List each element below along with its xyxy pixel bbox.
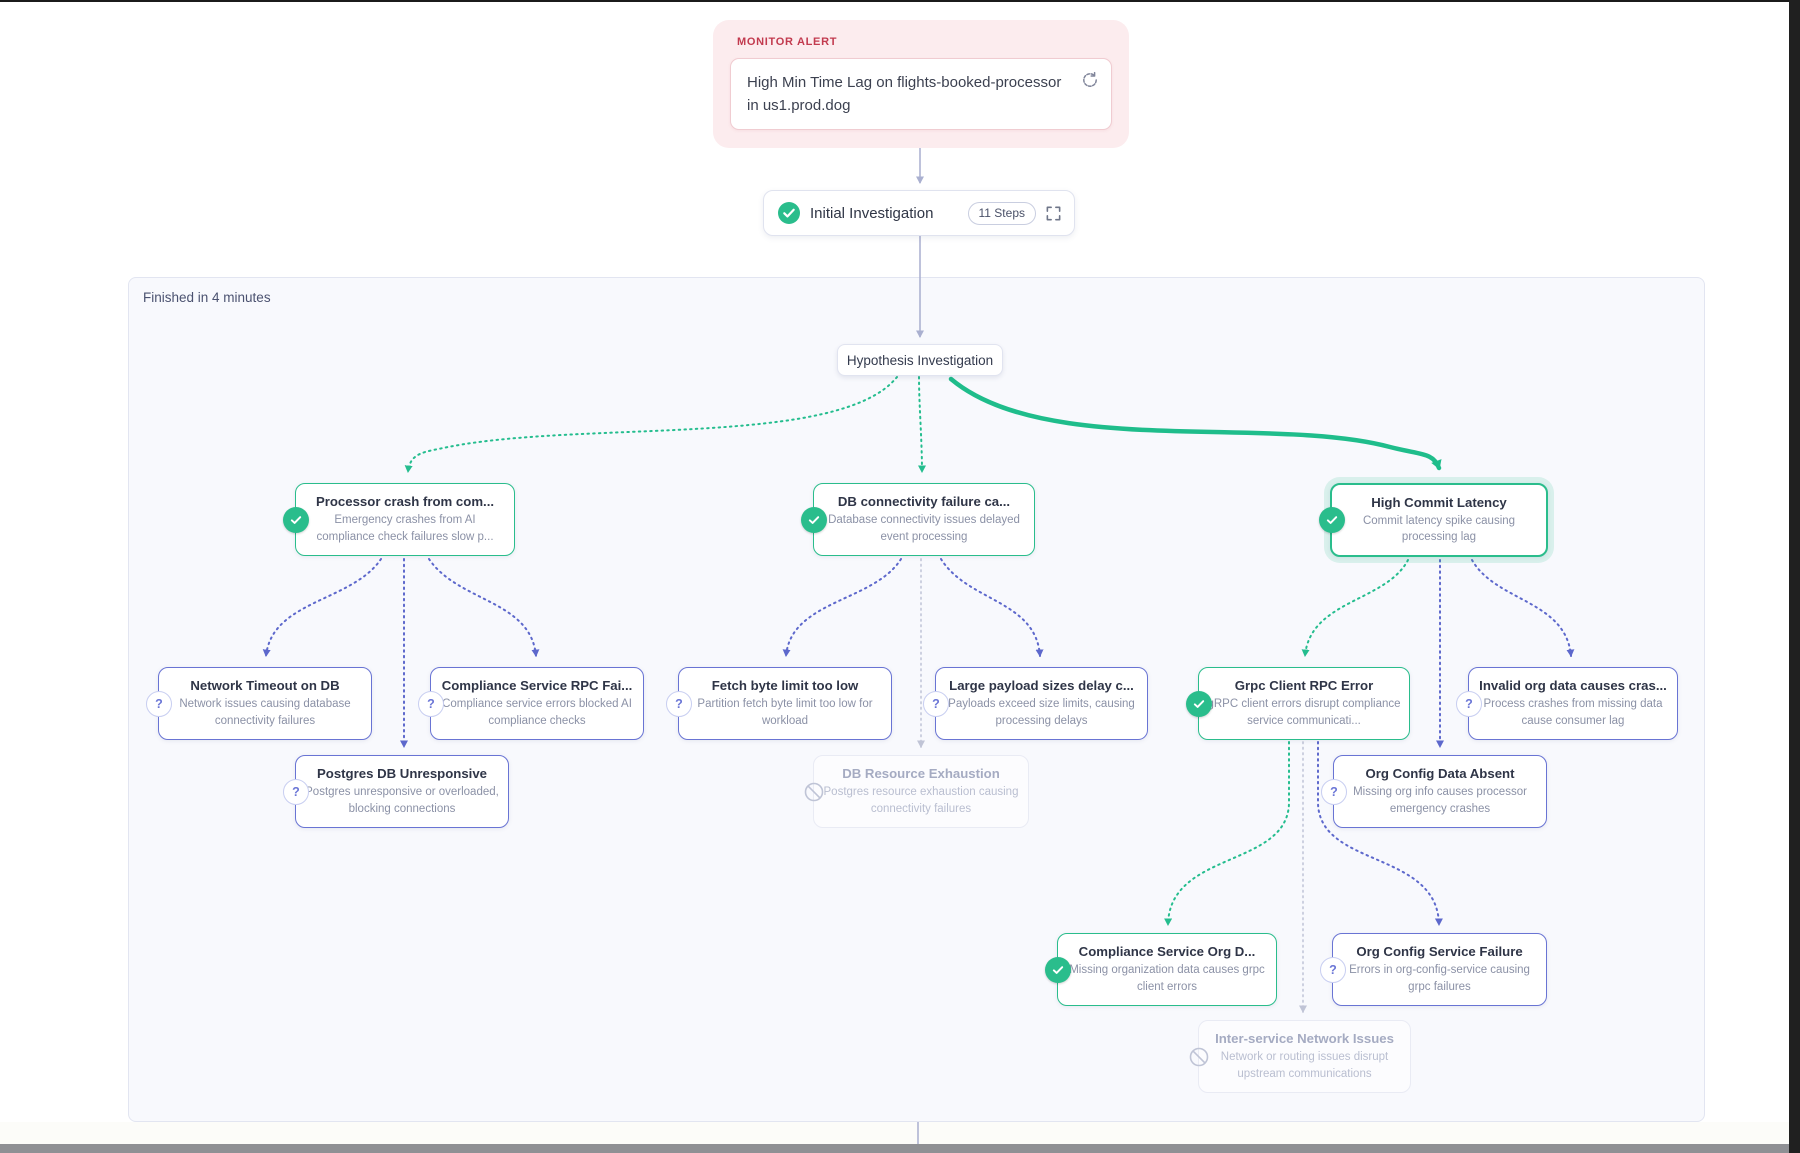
- question-icon: ?: [923, 690, 949, 717]
- node-db-resource-exhaustion: DB Resource Exhaustion Postgres resource…: [804, 755, 1029, 828]
- check-icon: [283, 506, 309, 533]
- node-postgres-unresponsive[interactable]: ? Postgres DB Unresponsive Postgres unre…: [283, 755, 509, 828]
- node-title: Org Config Data Absent: [1365, 766, 1515, 782]
- monitor-alert-box[interactable]: High Min Time Lag on flights-booked-proc…: [730, 58, 1112, 130]
- node-desc: Partition fetch byte limit too low for w…: [697, 698, 873, 727]
- check-icon: [1045, 956, 1071, 983]
- node-high-commit-latency[interactable]: High Commit Latency Commit latency spike…: [1319, 483, 1548, 558]
- node-interservice-network: Inter-service Network Issues Network or …: [1189, 1020, 1411, 1093]
- monitor-alert-message: High Min Time Lag on flights-booked-proc…: [747, 74, 1062, 114]
- node-invalid-org-data[interactable]: ? Invalid org data causes cras... Proces…: [1456, 667, 1678, 740]
- panel-status-label: Finished in 4 minutes: [143, 290, 271, 305]
- node-network-timeout[interactable]: ? Network Timeout on DB Network issues c…: [146, 667, 372, 740]
- node-processor-crash[interactable]: Processor crash from com... Emergency cr…: [283, 483, 515, 556]
- question-icon: ?: [1456, 690, 1482, 717]
- blocked-icon: [1188, 1046, 1210, 1068]
- node-desc: Missing org info causes processor emerge…: [1353, 786, 1527, 815]
- node-desc: Process crashes from missing data cause …: [1483, 698, 1663, 727]
- question-icon: ?: [1320, 956, 1346, 983]
- node-title: Network Timeout on DB: [190, 678, 340, 694]
- question-icon: ?: [418, 690, 444, 717]
- node-desc: gRPC client errors disrupt compliance se…: [1207, 698, 1401, 727]
- node-title: Postgres DB Unresponsive: [316, 766, 488, 782]
- check-icon: [778, 202, 800, 224]
- question-icon: ?: [666, 690, 692, 717]
- blocked-icon: [803, 781, 825, 803]
- node-org-config-absent[interactable]: ? Org Config Data Absent Missing org inf…: [1321, 755, 1547, 828]
- node-db-connectivity[interactable]: DB connectivity failure ca... Database c…: [801, 483, 1035, 556]
- node-title: Large payload sizes delay c...: [949, 678, 1134, 694]
- window-top-edge: [0, 0, 1800, 2]
- node-title: Compliance Service Org D...: [1078, 944, 1256, 960]
- node-title: Fetch byte limit too low: [711, 678, 859, 694]
- node-desc: Payloads exceed size limits, causing pro…: [948, 698, 1135, 727]
- node-compliance-rpc[interactable]: ? Compliance Service RPC Fai... Complian…: [418, 667, 644, 740]
- question-icon: ?: [1321, 778, 1347, 805]
- node-desc: Errors in org-config-service causing grp…: [1349, 964, 1530, 993]
- node-title: Invalid org data causes cras...: [1479, 678, 1667, 694]
- node-desc: Emergency crashes from AI compliance che…: [316, 514, 494, 543]
- monitor-alert-card: MONITOR ALERT High Min Time Lag on fligh…: [713, 20, 1129, 148]
- node-title: Processor crash from com...: [315, 494, 495, 510]
- node-fetch-byte-limit[interactable]: ? Fetch byte limit too low Partition fet…: [666, 667, 892, 740]
- node-title: DB connectivity failure ca...: [837, 494, 1011, 510]
- node-desc: Database connectivity issues delayed eve…: [828, 514, 1020, 543]
- node-large-payload[interactable]: ? Large payload sizes delay c... Payload…: [923, 667, 1148, 740]
- check-icon: [1186, 690, 1212, 717]
- initial-investigation-title: Initial Investigation: [810, 204, 934, 222]
- window-right-edge: [1789, 0, 1800, 1153]
- check-icon: [1319, 507, 1345, 534]
- initial-investigation-node[interactable]: Initial Investigation 11 Steps: [763, 190, 1075, 236]
- node-compliance-org-data[interactable]: Compliance Service Org D... Missing orga…: [1045, 933, 1277, 1006]
- node-desc: Network or routing issues disrupt upstre…: [1220, 1051, 1389, 1080]
- hypothesis-investigation-node[interactable]: Hypothesis Investigation: [837, 344, 1003, 376]
- node-desc: Network issues causing database connecti…: [179, 698, 351, 727]
- node-title: High Commit Latency: [1371, 495, 1507, 510]
- node-desc: Commit latency spike causing processing …: [1362, 515, 1516, 544]
- node-desc: Missing organization data causes grpc cl…: [1069, 964, 1265, 993]
- node-title: Grpc Client RPC Error: [1234, 678, 1374, 694]
- node-title: Org Config Service Failure: [1356, 944, 1523, 960]
- node-org-config-failure[interactable]: ? Org Config Service Failure Errors in o…: [1320, 933, 1547, 1006]
- node-title: DB Resource Exhaustion: [842, 766, 1000, 782]
- hypothesis-investigation-title: Hypothesis Investigation: [846, 352, 994, 368]
- node-desc: Postgres resource exhaustion causing con…: [823, 786, 1019, 815]
- steps-badge: 11 Steps: [967, 201, 1036, 225]
- refresh-icon[interactable]: [1081, 71, 1099, 89]
- node-desc: Compliance service errors blocked AI com…: [442, 698, 632, 727]
- question-icon: ?: [283, 778, 309, 805]
- node-title: Compliance Service RPC Fai...: [441, 678, 633, 694]
- monitor-alert-label: MONITOR ALERT: [737, 36, 838, 48]
- node-grpc-client-error[interactable]: Grpc Client RPC Error gRPC client errors…: [1186, 667, 1410, 740]
- node-desc: Postgres unresponsive or overloaded, blo…: [305, 786, 499, 815]
- node-title: Inter-service Network Issues: [1215, 1031, 1394, 1047]
- question-icon: ?: [146, 690, 172, 717]
- check-icon: [801, 506, 827, 533]
- window-bottom-edge: [0, 1144, 1800, 1153]
- expand-icon[interactable]: [1045, 205, 1062, 222]
